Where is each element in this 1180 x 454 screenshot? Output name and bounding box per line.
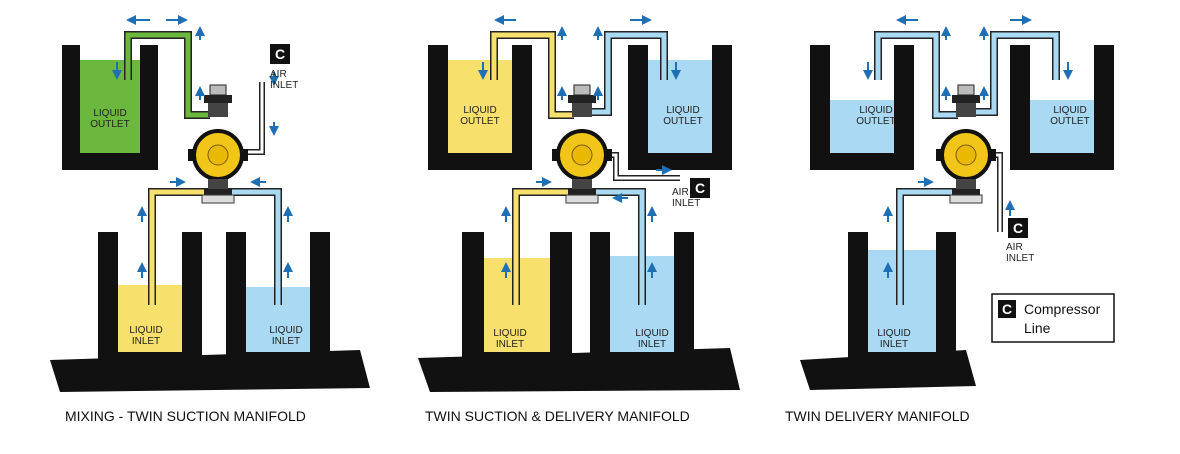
compressor-mark [690, 178, 710, 198]
compressor-mark-label: C [1013, 220, 1023, 236]
caption-twin-suction-delivery: TWIN SUCTION & DELIVERY MANIFOLD [425, 408, 690, 424]
outlet-right-label-1: LIQUID [666, 105, 699, 116]
compressor-mark [1008, 218, 1028, 238]
legend-line-2: Line [1024, 320, 1051, 336]
air-line [238, 82, 265, 155]
outlet-label-1: LIQUID [93, 108, 126, 119]
compressor-mark [270, 44, 290, 64]
diagram-mixing-twin-suction: C AIR INLET LIQUID OUTLET LIQUID INLET L… [50, 15, 370, 424]
outlet-right-label-1: LIQUID [1053, 105, 1086, 116]
diaphragm-pump [934, 83, 998, 205]
inlet-label-1: LIQUID [877, 328, 910, 339]
legend-mark-label: C [1002, 301, 1012, 317]
air-inlet-label-1: AIR [270, 69, 287, 80]
outlet-left-label-1: LIQUID [859, 105, 892, 116]
inlet-label-2: INLET [880, 339, 908, 350]
air-inlet-label-2: INLET [1006, 253, 1034, 264]
diaphragm-pump [550, 83, 614, 205]
inlet-right-label-2: INLET [272, 336, 300, 347]
outlet-left-label-1: LIQUID [463, 105, 496, 116]
outlet-right-label-2: OUTLET [663, 116, 702, 127]
inlet-right-label-2: INLET [638, 339, 666, 350]
inlet-left-label-2: INLET [132, 336, 160, 347]
air-inlet-label-1: AIR [1006, 242, 1023, 253]
compressor-mark-label: C [275, 46, 285, 62]
inlet-left-label-1: LIQUID [493, 328, 526, 339]
flow-arrows [863, 15, 1073, 278]
outlet-left-label-2: OUTLET [856, 116, 895, 127]
inlet-tank-left [98, 232, 202, 360]
outlet-tank-left [428, 45, 532, 170]
diaphragm-pump [186, 83, 250, 205]
legend: C Compressor Line [991, 293, 1115, 343]
inlet-left-label-2: INLET [496, 339, 524, 350]
outlet-left-label-2: OUTLET [460, 116, 499, 127]
diagram-twin-suction-delivery: C AIR INLET LIQUID OUTLET LIQUID OUTLET … [418, 15, 740, 424]
diagram-twin-delivery: C AIR INLET LIQUID OUTLET LIQUID OUTLET … [785, 15, 1114, 424]
flow-arrows [478, 15, 681, 278]
outlet-right-label-2: OUTLET [1050, 116, 1089, 127]
air-inlet-label-2: INLET [672, 198, 700, 209]
inlet-right-label-1: LIQUID [269, 325, 302, 336]
air-inlet-label-2: INLET [270, 80, 298, 91]
legend-line-1: Compressor [1024, 301, 1101, 317]
flow-arrows [112, 15, 293, 278]
caption-mixing: MIXING - TWIN SUCTION MANIFOLD [65, 408, 306, 424]
compressor-mark-label: C [695, 180, 705, 196]
caption-twin-delivery: TWIN DELIVERY MANIFOLD [785, 408, 970, 424]
legend-compressor-mark [998, 300, 1016, 318]
ground [50, 350, 370, 392]
air-inlet-label-1: AIR [672, 187, 689, 198]
inlet-right-label-1: LIQUID [635, 328, 668, 339]
outlet-tank-left [810, 45, 914, 170]
outlet-tank-right [1010, 45, 1114, 170]
inlet-left-label-1: LIQUID [129, 325, 162, 336]
outlet-label-2: OUTLET [90, 119, 129, 130]
